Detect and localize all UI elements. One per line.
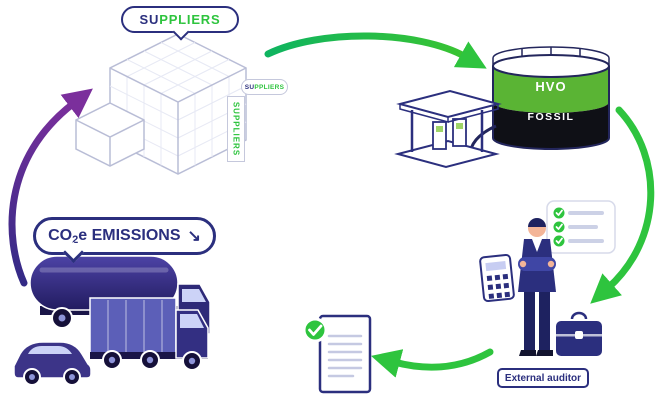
emissions-label-prefix: CO (48, 227, 73, 244)
arrow-emissions-to-suppliers (8, 88, 93, 287)
checklist-bubble (546, 200, 616, 254)
arrow-auditor-to-document (371, 348, 494, 378)
emissions-label-suffix: e EMISSIONS (78, 227, 181, 244)
suppliers-banner-label: SUPPLIERS (231, 101, 241, 157)
suppliers-sign-label-part1: SU (244, 83, 255, 91)
check-icon (302, 317, 328, 343)
tank-fossil-label: FOSSIL (527, 111, 575, 123)
suppliers-sign-label-part2: PPLIERS (254, 83, 285, 91)
approved-document (302, 314, 372, 394)
box-truck (89, 297, 209, 371)
calculator-icon (479, 253, 515, 303)
check-icon (553, 235, 604, 247)
tank-fossil-band (493, 102, 609, 149)
emissions-label-subscript: 2 (72, 234, 79, 246)
check-icon (553, 221, 598, 233)
suppliers-badge-label-part1: SU (139, 12, 160, 27)
gas-station (394, 89, 502, 169)
tank-hvo-label: HVO (535, 79, 567, 94)
briefcase-icon (556, 311, 602, 356)
arrow-tank-to-auditor (590, 106, 655, 304)
external-auditor-label: External auditor (497, 368, 589, 388)
auditor-figure (518, 218, 556, 356)
station-platform (394, 139, 500, 169)
arrow-suppliers-to-tank (264, 32, 487, 69)
suppliers-building (75, 33, 247, 175)
tank-lid (492, 54, 610, 78)
decrease-arrow-icon: ↘ (187, 228, 201, 245)
check-icon (553, 207, 604, 219)
suppliers-badge-label-part2: PPLIERS (159, 12, 221, 27)
car (13, 341, 92, 386)
box-truck-wheels (102, 350, 202, 371)
tank-hvo-band (493, 66, 609, 113)
suppliers-banner: SUPPLIERS (227, 96, 245, 162)
